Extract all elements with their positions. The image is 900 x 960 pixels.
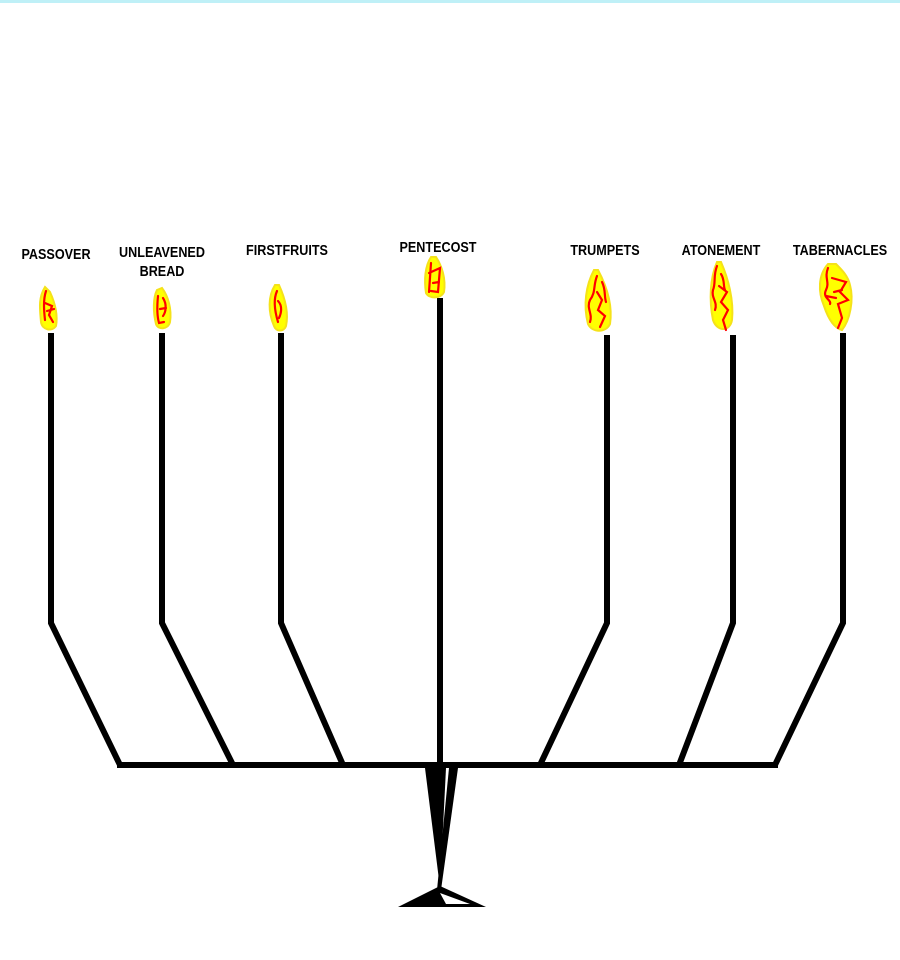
flame-firstfruits [268,284,288,332]
branch-passover [48,333,123,767]
top-strip [0,0,900,3]
label-unleavened-bread: UNLEAVENED BREAD [115,243,209,281]
label-pentecost-line1: PENTECOST [399,239,477,256]
flame-atonement [709,261,734,332]
branch-firstfruits [278,333,346,767]
branch-atonement [676,335,736,767]
label-trumpets-line1: TRUMPETS [570,242,640,259]
label-firstfruits: FIRSTFRUITS [240,241,334,260]
flame-trumpets [584,269,612,332]
label-pentecost: PENTECOST [394,238,481,257]
label-tabernacles-line1: TABERNACLES [792,242,888,259]
branch-unleavened-bread [159,333,236,767]
flame-tabernacles [818,263,853,332]
flame-passover [38,285,58,331]
label-unleavened-bread-line1: UNLEAVENED [119,244,205,261]
label-tabernacles: TABERNACLES [791,241,888,260]
flame-pentecost [424,256,446,299]
label-atonement: ATONEMENT [676,241,765,260]
label-trumpets: TRUMPETS [561,241,648,260]
label-atonement-line1: ATONEMENT [681,242,761,259]
flame-unleavened-bread [152,286,172,330]
label-firstfruits-line1: FIRSTFRUITS [246,242,328,259]
label-passover-line1: PASSOVER [21,246,91,263]
branch-trumpets [537,335,610,767]
label-unleavened-bread-line2: BREAD [139,263,185,280]
branch-tabernacles [772,333,846,767]
label-passover: PASSOVER [14,245,98,264]
menorah-stand [398,768,486,907]
